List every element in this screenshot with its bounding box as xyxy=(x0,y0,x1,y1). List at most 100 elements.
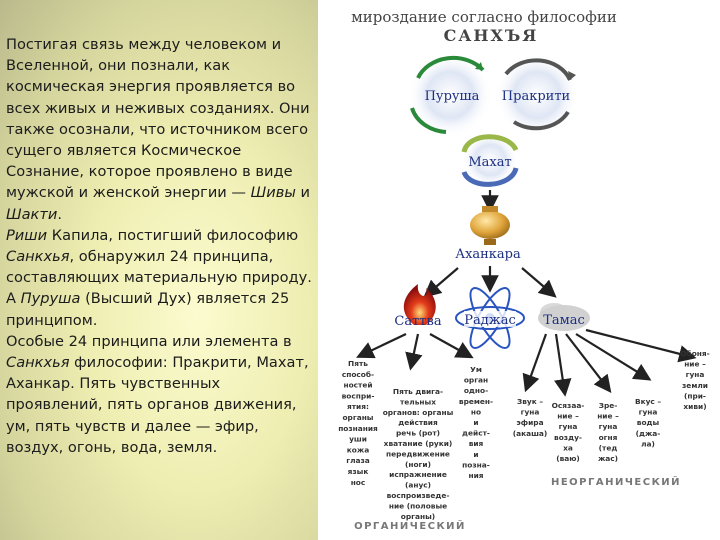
swirl-arrow-gray-2 xyxy=(512,110,570,131)
arrow-tamas-5 xyxy=(585,328,697,363)
swirl-arrow-gray xyxy=(504,58,572,81)
node-glow xyxy=(495,53,579,137)
principle-line: кожа xyxy=(347,445,369,454)
sattva-node: Саттва xyxy=(394,284,442,329)
arrow-tamas-3 xyxy=(565,333,612,393)
urn-base xyxy=(484,239,496,245)
principle-line: Пять xyxy=(348,359,368,368)
text-segment: Постигая связь между человеком и Вселенн… xyxy=(6,36,310,202)
principle-line: передвижение xyxy=(386,449,450,458)
principle-line: (ваю) xyxy=(556,454,580,463)
principle-line: испражнение xyxy=(389,470,447,479)
principle-line: орган xyxy=(464,376,488,385)
principle-line: гуна xyxy=(599,422,618,431)
principle-line: и xyxy=(473,418,478,427)
principle-line: гуна xyxy=(686,370,705,379)
swirl-arrow-gray-head xyxy=(568,71,576,80)
description-text: Постигая связь между человеком и Вселенн… xyxy=(6,34,312,458)
principle-line: гуна xyxy=(639,408,658,417)
text-segment: (Высший Дух) является 25 принципом. xyxy=(6,290,290,329)
urn-neck xyxy=(482,206,498,212)
principle-line: нос xyxy=(351,478,366,487)
urn-icon xyxy=(470,211,510,239)
principle-line: воспри- xyxy=(342,391,375,400)
principle-line: ятия: xyxy=(347,402,369,411)
principle-line: позна- xyxy=(462,460,490,469)
principle-line: воспроизведе- xyxy=(387,491,450,500)
principle-line: (при- xyxy=(684,391,706,400)
text-segment: , обнаружил 24 принципа, составляющих ма… xyxy=(6,248,312,308)
flame-icon xyxy=(403,284,436,325)
arrow-to-sattva xyxy=(423,267,459,298)
principle-line: (акаша) xyxy=(513,429,548,438)
prakriti-node: Пракрити xyxy=(495,53,579,137)
label-sattva: Саттва xyxy=(394,314,441,329)
node-glow xyxy=(462,132,518,188)
purusha-node: Пуруша xyxy=(408,53,492,137)
principle-line: но xyxy=(471,407,481,416)
principle-line: (анус) xyxy=(405,481,431,490)
paragraph-3: Особые 24 принципа или элемента в Санкхь… xyxy=(6,331,312,458)
swirl-arrow-green xyxy=(416,55,485,79)
principle-line: ние (половые xyxy=(389,501,447,510)
term-shiva: Шивы xyxy=(250,184,296,202)
principle-line: хватание (руки) xyxy=(384,439,453,448)
term-sankhya: Санкхья xyxy=(6,248,70,266)
term-sankhya: Санкхья xyxy=(6,354,70,372)
principle-line: хиви) xyxy=(683,402,706,411)
node-glow xyxy=(408,53,492,137)
label-ahankara: Аханкара xyxy=(455,247,521,262)
principle-line: времен- xyxy=(459,397,493,406)
principle-line: способ- xyxy=(342,370,374,379)
arrow-sattva-2 xyxy=(405,333,423,371)
text-segment: и xyxy=(295,184,311,202)
arrow-sattva-1 xyxy=(356,333,407,359)
principle-line: органы xyxy=(342,413,373,422)
principle-line: (ноги) xyxy=(405,460,431,469)
label-inorganic: НЕОРГАНИЧЕСКИЙ xyxy=(551,475,681,488)
label-mahat: Махат xyxy=(468,155,511,170)
galaxy-arm xyxy=(461,134,519,153)
principle-line: Пять двига- xyxy=(393,387,443,396)
paragraph-2: Риши Капила, постигший философию Санкхья… xyxy=(6,225,312,331)
principle-line: огня xyxy=(599,433,618,442)
cloud-icon xyxy=(540,303,568,321)
principle-line: Вкус – xyxy=(635,397,661,406)
arrow-sattva-3 xyxy=(429,333,474,359)
text-segment: Капила, постигший философию xyxy=(47,226,299,244)
principle-line: органов: органы xyxy=(383,408,454,417)
principle-line: дейст- xyxy=(462,429,490,438)
principle-line: гуна xyxy=(559,422,578,431)
mahat-node: Махат xyxy=(461,132,519,188)
principle-line: ние – xyxy=(597,412,619,421)
principle-line: действия xyxy=(398,418,438,427)
atom-orbit xyxy=(455,306,525,330)
tamas-node: Тамас xyxy=(538,303,590,331)
label-purusha: Пуруша xyxy=(425,89,480,104)
diagram-title: мироздание согласно философии xyxy=(351,8,617,26)
text-segment: . xyxy=(57,205,62,223)
arrow-tamas-1 xyxy=(522,333,548,393)
principle-line: и xyxy=(473,450,478,459)
ahankara-node: Аханкара xyxy=(455,206,521,262)
principle-line: органы) xyxy=(401,512,435,521)
principle-line: возду- xyxy=(554,433,582,442)
principle-line: ла) xyxy=(641,439,655,448)
text-segment: Особые 24 принципа или элемента в xyxy=(6,332,292,350)
label-organic: ОРГАНИЧЕСКИЙ xyxy=(354,519,466,532)
principle-line: ние – xyxy=(557,412,579,421)
label-prakriti: Пракрити xyxy=(502,89,570,104)
principle-line: (тед xyxy=(599,443,618,452)
principle-line: уши xyxy=(349,435,367,444)
principle-line: Ум xyxy=(470,365,482,374)
principle-line: ностей xyxy=(343,381,372,390)
arrow-to-tamas xyxy=(521,267,557,298)
principle-line: эфира xyxy=(516,418,543,427)
arrow-tamas-4 xyxy=(575,333,652,381)
